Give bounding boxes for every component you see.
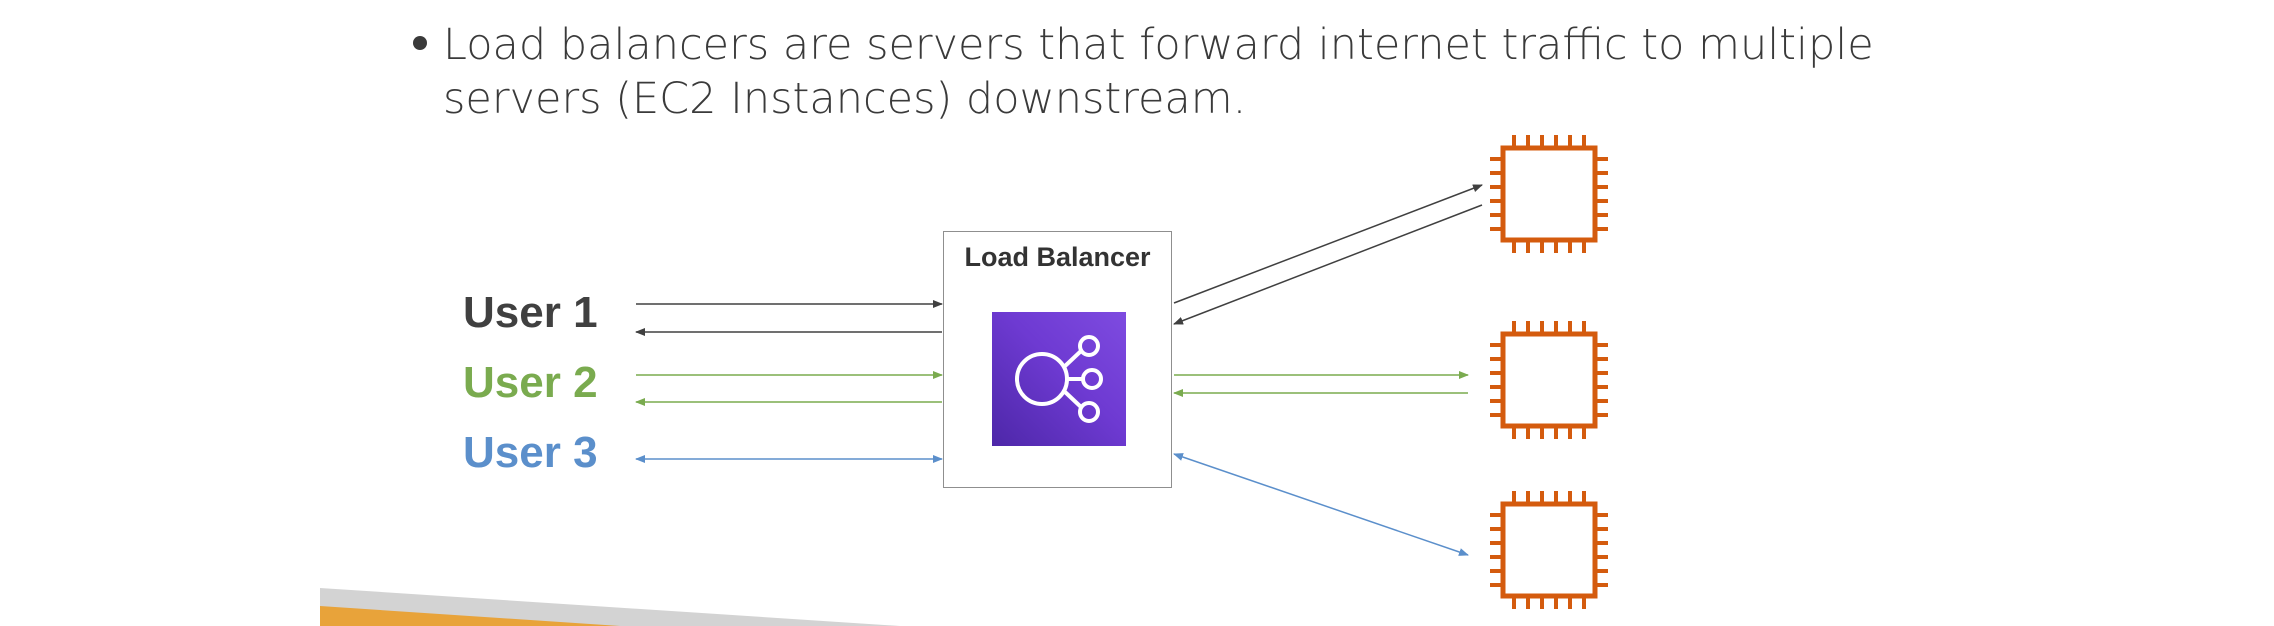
load-balancer-icon-tile xyxy=(992,312,1126,446)
ec2-instance-2-icon xyxy=(1490,321,1608,439)
bullet-dot xyxy=(413,36,427,50)
ec2-instance-3-icon xyxy=(1490,491,1608,609)
accent-orange-band xyxy=(320,606,620,626)
bullet-text-line-2: servers (EC2 Instances) downstream. xyxy=(443,74,1247,124)
arrow-instance1-to-lb xyxy=(1173,204,1483,325)
load-balancer-box: Load Balancer xyxy=(943,231,1172,488)
bullet-text-line-1: Load balancers are servers that forward … xyxy=(443,20,1874,70)
arrow-lb-instance3-bidirectional xyxy=(1173,453,1469,556)
user-1-label: User 1 xyxy=(463,288,598,337)
arrow-lb-to-instance1 xyxy=(1173,184,1483,304)
user-3-label: User 3 xyxy=(463,428,598,477)
elastic-load-balancing-icon xyxy=(1015,335,1103,423)
load-balancer-title: Load Balancer xyxy=(964,242,1151,272)
ec2-instance-1-icon xyxy=(1490,135,1608,253)
user-2-label: User 2 xyxy=(463,358,598,407)
